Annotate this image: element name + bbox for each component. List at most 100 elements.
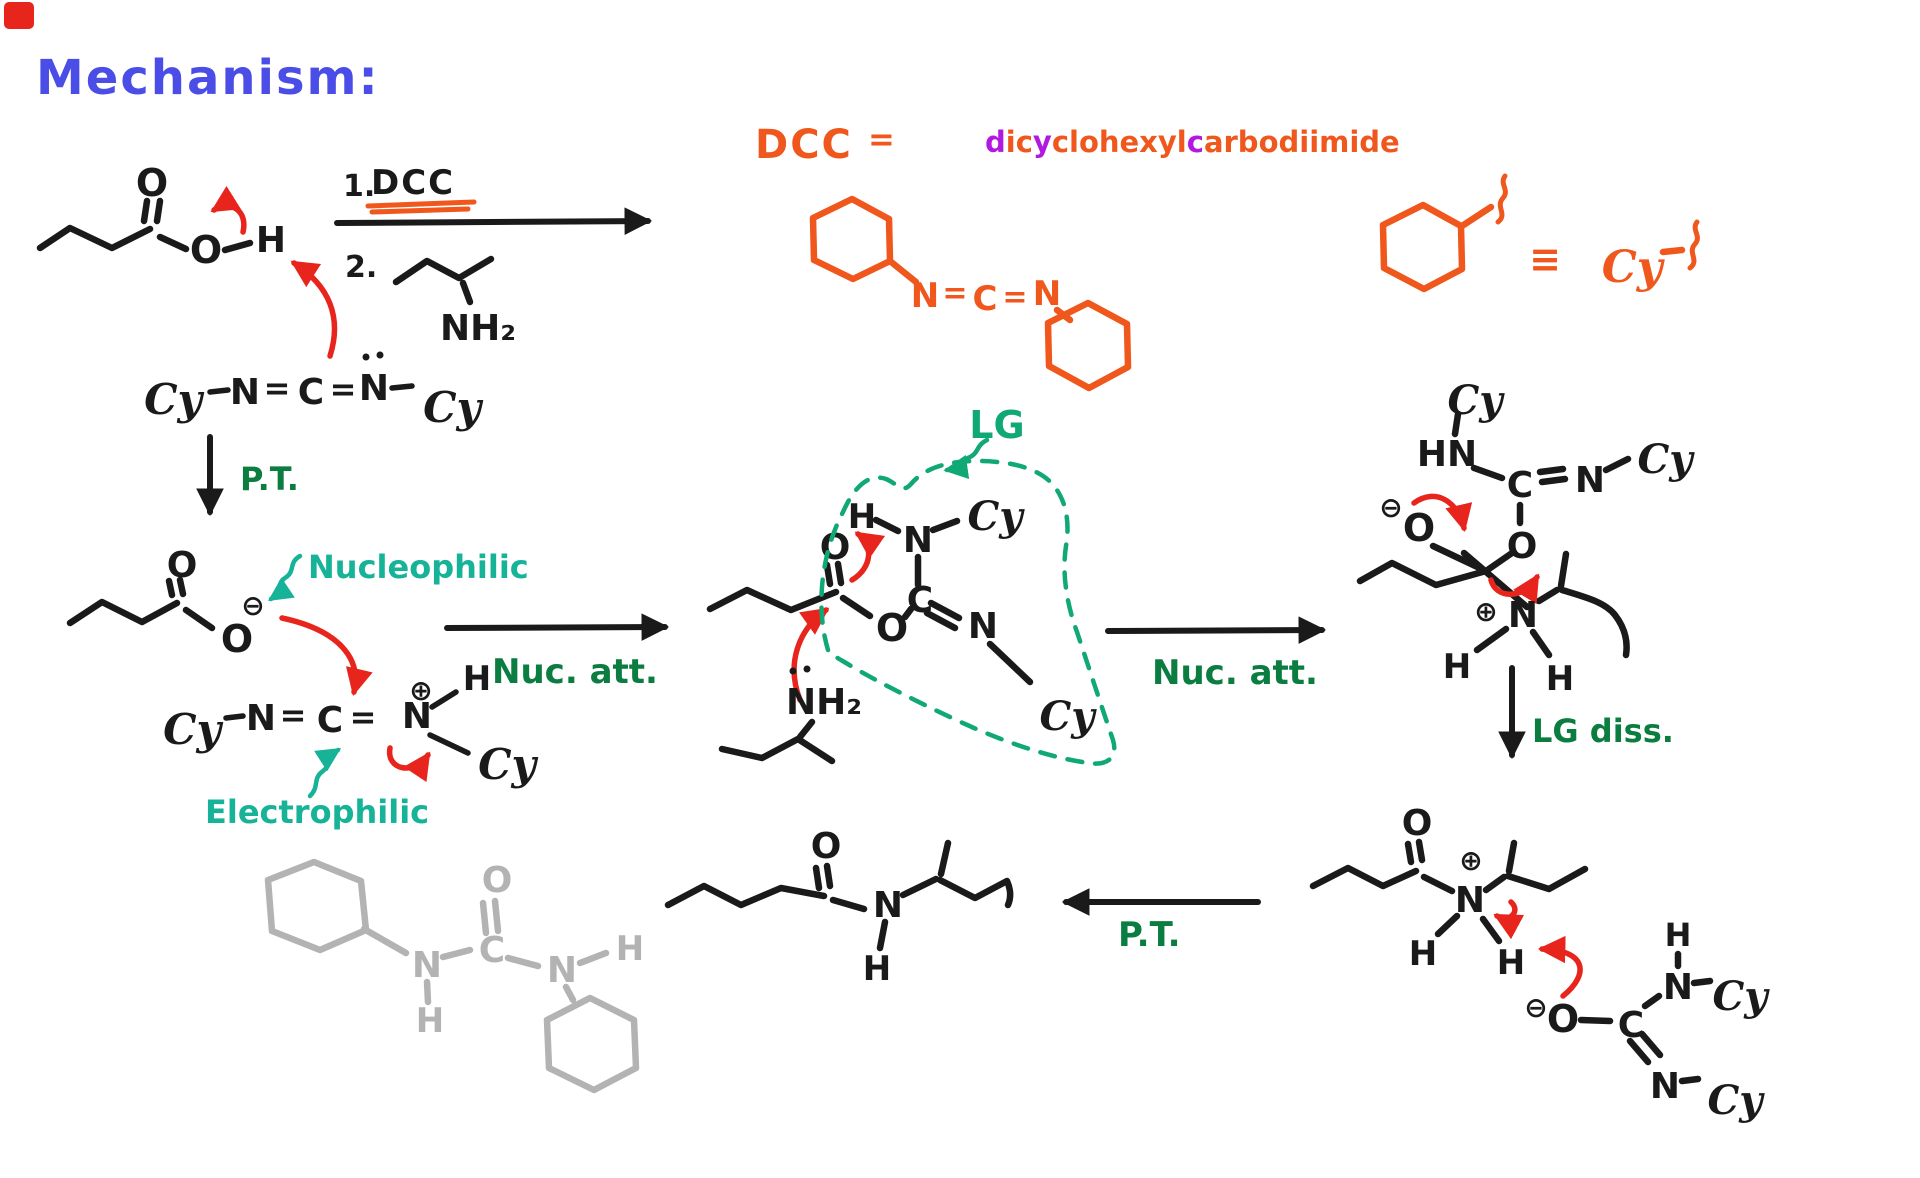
electron-arrow-nh-curl xyxy=(1493,899,1525,940)
cy-label: Cy xyxy=(1039,693,1097,740)
lone-pair-dot xyxy=(376,351,384,359)
condition-step1-number: 1. xyxy=(343,169,375,204)
double-bond-sign: = xyxy=(350,698,377,736)
lg-dissociation-step: LG diss. xyxy=(1498,665,1674,760)
name-seg: d xyxy=(985,125,1006,159)
lg-pointer-arrow xyxy=(943,437,990,480)
bonds xyxy=(1379,201,1686,293)
double-bond-sign: = xyxy=(280,696,307,734)
protonated-amide-structure: O ⊕ N H H xyxy=(1309,803,1589,983)
atom-H: H xyxy=(1409,934,1437,974)
atom-N: N xyxy=(1033,274,1061,314)
atom-N: N xyxy=(1508,595,1538,636)
atom-H: H xyxy=(848,497,876,537)
bonds xyxy=(1309,838,1589,945)
atom-H: H xyxy=(616,929,644,969)
bonds xyxy=(66,576,216,632)
cy-label: Cy xyxy=(144,375,204,424)
minus-charge: ⊖ xyxy=(1379,491,1402,524)
condition-step1-reagent: DCC xyxy=(371,163,455,203)
atom-N: N xyxy=(547,950,577,991)
attacking-amine: NH₂ xyxy=(786,665,862,723)
atom-N: N xyxy=(246,698,276,739)
carbodiimide-structure: Cy N = C = N Cy xyxy=(144,260,484,432)
annotation-electrophilic: Electrophilic xyxy=(205,793,429,831)
atom-N: N xyxy=(911,276,939,316)
atom-O-anion: O xyxy=(1547,997,1579,1041)
double-bond-sign: = xyxy=(264,369,291,407)
step-label-pt: P.T. xyxy=(240,460,299,498)
cy-abbreviation: ≡ Cy xyxy=(1379,173,1700,293)
bonds xyxy=(664,839,1014,952)
lone-pair-dot xyxy=(789,667,797,675)
carboxylate-structure: O O ⊖ Nucleophilic xyxy=(66,545,529,697)
reaction-conditions: 1. DCC 2. NH₂ xyxy=(334,163,653,349)
lone-pair-dot xyxy=(803,665,811,673)
step-label-lg-diss: LG diss. xyxy=(1532,712,1674,750)
atom-O-carbonyl: O xyxy=(167,545,198,586)
nuc-att-step-2: Nuc. att. xyxy=(1105,616,1327,693)
equals-sign: = xyxy=(868,120,895,158)
electron-arrow-carboxylate-attack xyxy=(279,615,373,697)
atom-C: C xyxy=(479,930,505,971)
atom-O-anion: O xyxy=(1403,506,1435,550)
double-bond-sign: = xyxy=(1002,280,1027,315)
name-seg: ic xyxy=(1006,125,1033,159)
atom-H: H xyxy=(1443,647,1471,687)
reaction-arrow-1 xyxy=(334,207,653,235)
page-title: Mechanism: xyxy=(36,50,380,106)
atom-H: H xyxy=(863,949,891,989)
atom-NH2: NH₂ xyxy=(786,682,862,723)
double-bond-sign: = xyxy=(942,276,967,311)
bonds xyxy=(392,255,495,306)
atom-N: N xyxy=(1663,967,1693,1008)
atom-H-acid: H xyxy=(256,220,286,261)
bonds xyxy=(706,516,1034,765)
dcc-full-name: dicyclohexylcarbodiimide xyxy=(985,125,1400,159)
o-acylisourea-structure: O O C N H Cy N Cy NH₂ LG xyxy=(706,403,1117,766)
bonds xyxy=(1577,950,1714,1085)
atom-N: N xyxy=(903,520,933,561)
electron-arrow-oxide xyxy=(1411,493,1473,533)
atom-H: H xyxy=(1665,916,1692,954)
nuc-att-step-1: Nuc. att. xyxy=(444,613,670,692)
atom-O: O xyxy=(482,860,513,901)
double-bond-sign: = xyxy=(330,370,357,408)
electron-arrow-pi-to-n xyxy=(387,745,431,783)
cy-label: Cy xyxy=(478,740,538,789)
atom-N: N xyxy=(402,696,432,737)
dcc-abbr: DCC xyxy=(755,122,853,168)
bonds xyxy=(264,858,640,1094)
condition-step2-number: 2. xyxy=(345,250,377,285)
step-label-pt-2: P.T. xyxy=(1118,915,1181,955)
atom-N: N xyxy=(359,368,389,409)
atom-NH2: NH₂ xyxy=(440,308,516,349)
dcc-orange-underline xyxy=(365,199,477,215)
protonated-carbodiimide-structure: Cy N = C = N ⊕ H Cy Electrophilic xyxy=(163,659,538,831)
atom-N: N xyxy=(230,372,260,413)
name-seg: y xyxy=(1033,125,1052,159)
cy-label: Cy xyxy=(1602,242,1666,293)
bonds xyxy=(207,383,415,395)
atom-O-ester: O xyxy=(876,606,908,650)
minus-charge: ⊖ xyxy=(241,589,264,622)
dcu-byproduct-structure: N H C O N H xyxy=(264,858,644,1094)
isourea-anion-structure: ⊖ O C N H Cy N Cy xyxy=(1524,916,1770,1124)
atom-C: C xyxy=(907,580,933,621)
cy-label: Cy xyxy=(1707,1077,1765,1124)
plus-charge: ⊕ xyxy=(409,674,432,707)
electron-arrow-n-to-h xyxy=(290,260,338,359)
squiggle-truncation xyxy=(1687,219,1700,271)
proton-transfer-return-step: P.T. xyxy=(1061,888,1261,955)
atom-C: C xyxy=(973,279,998,319)
name-seg: c xyxy=(1187,125,1204,159)
bonds xyxy=(223,689,471,756)
cy-label: Cy xyxy=(1637,436,1695,483)
atom-N: N xyxy=(1575,460,1605,501)
atom-O-carbonyl: O xyxy=(1402,803,1433,844)
leaving-group-outline xyxy=(819,458,1117,766)
cy-label: Cy xyxy=(423,383,483,432)
amide-product-structure: O N H xyxy=(664,826,1014,989)
record-corner-mark xyxy=(4,2,34,29)
